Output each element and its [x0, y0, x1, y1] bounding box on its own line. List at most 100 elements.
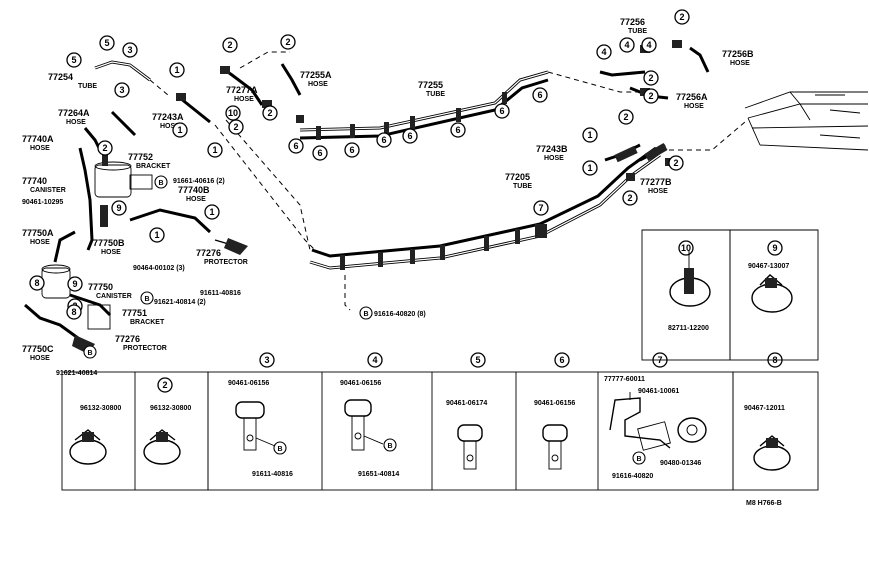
part-number: 77256B [722, 49, 754, 59]
part-number: 77750A [22, 228, 54, 238]
callout-2: 2 [668, 155, 684, 171]
svg-text:2: 2 [267, 108, 272, 118]
part-number: 77255A [300, 70, 332, 80]
callout-6: 6 [494, 103, 510, 119]
svg-text:5: 5 [104, 38, 109, 48]
callout-3: 3 [259, 352, 275, 368]
svg-text:2: 2 [285, 37, 290, 47]
part-type: HOSE [234, 96, 254, 103]
upper-left-hoses [94, 46, 710, 162]
part-number: 77751 [122, 308, 147, 318]
callout-5: 5 [66, 52, 82, 68]
part-type: HOSE [30, 239, 50, 246]
callout-2: 2 [643, 70, 659, 86]
pn-91611-top: 91611-40816 [200, 290, 241, 297]
part-number: 77254 [48, 72, 73, 82]
svg-text:2: 2 [623, 112, 628, 122]
svg-text:4: 4 [372, 355, 377, 365]
svg-text:B: B [387, 443, 392, 450]
fuel-tank-outline [744, 91, 869, 151]
callout-6: 6 [288, 138, 304, 154]
part-type: HOSE [186, 196, 206, 203]
bolt-symbol: B [154, 175, 168, 189]
tube-77205-drawing [309, 146, 661, 270]
part-number: 77276 [196, 248, 221, 258]
svg-text:2: 2 [102, 143, 107, 153]
pn-91621a: 91621-40814 (2) [154, 299, 206, 306]
callout-4: 4 [619, 37, 635, 53]
part-type: BRACKET [130, 319, 165, 326]
bolt-symbol: B [83, 345, 97, 359]
pn-91621b: 91621-40814 [56, 370, 97, 377]
callout-2: 2 [228, 119, 244, 135]
svg-text:2: 2 [648, 73, 653, 83]
svg-text:5: 5 [71, 55, 76, 65]
detail-1-part-number: 96132-30800 [80, 405, 121, 412]
detail-7-part-number: 91616-40820 [612, 473, 653, 480]
svg-text:2: 2 [162, 380, 167, 390]
part-type: TUBE [628, 28, 647, 35]
svg-text:3: 3 [264, 355, 269, 365]
callout-1: 1 [582, 127, 598, 143]
pn-90464: 90464-00102 (3) [133, 265, 185, 272]
clamp-10-drawing [669, 250, 711, 307]
bolt-symbol: B [273, 441, 287, 455]
part-number: 77750 [88, 282, 113, 292]
svg-text:8: 8 [71, 307, 76, 317]
part-type: HOSE [30, 145, 50, 152]
callout-4: 4 [596, 44, 612, 60]
detail-3-part-number: 90461-06156 [228, 380, 269, 387]
svg-text:1: 1 [174, 65, 179, 75]
callout-2: 2 [643, 88, 659, 104]
svg-text:1: 1 [212, 145, 217, 155]
svg-text:6: 6 [499, 106, 504, 116]
callout-6: 6 [344, 142, 360, 158]
part-number: 77243A [152, 112, 184, 122]
detail-6-part-number: 90461-06156 [534, 400, 575, 407]
callout-4: 4 [367, 352, 383, 368]
svg-text:3: 3 [127, 45, 132, 55]
svg-text:B: B [636, 456, 641, 463]
svg-text:6: 6 [455, 125, 460, 135]
part-number: 77264A [58, 108, 90, 118]
part-type: HOSE [160, 123, 180, 130]
callout-2: 2 [622, 190, 638, 206]
part-type: BRACKET [136, 163, 171, 170]
part-number: 77205 [505, 172, 530, 182]
part-number: 77740A [22, 134, 54, 144]
detail-2-part-number: 96132-30800 [150, 405, 191, 412]
clamp-6-drawing [542, 424, 568, 470]
part-number: 77256A [676, 92, 708, 102]
hose-77243B-drawing [614, 143, 668, 163]
callout-6: 6 [312, 145, 328, 161]
part-number: 77750B [93, 238, 125, 248]
callout-3: 3 [122, 42, 138, 58]
part-type: TUBE [513, 183, 532, 190]
part-type: HOSE [648, 188, 668, 195]
callout-3: 3 [114, 82, 130, 98]
part-type: HOSE [684, 103, 704, 110]
part-number: 77750C [22, 344, 54, 354]
clamp-8-drawing [753, 435, 791, 471]
part-type: TUBE [78, 83, 97, 90]
part-number: 77276 [115, 334, 140, 344]
callout-1: 1 [172, 122, 188, 138]
detail-7-part-number: 90461-10061 [638, 388, 679, 395]
part-type: PROTECTOR [204, 259, 248, 266]
callout-8: 8 [29, 275, 45, 291]
part-type: HOSE [730, 60, 750, 67]
svg-text:6: 6 [407, 131, 412, 141]
part-type: CANISTER [96, 293, 132, 300]
svg-text:B: B [87, 350, 92, 357]
